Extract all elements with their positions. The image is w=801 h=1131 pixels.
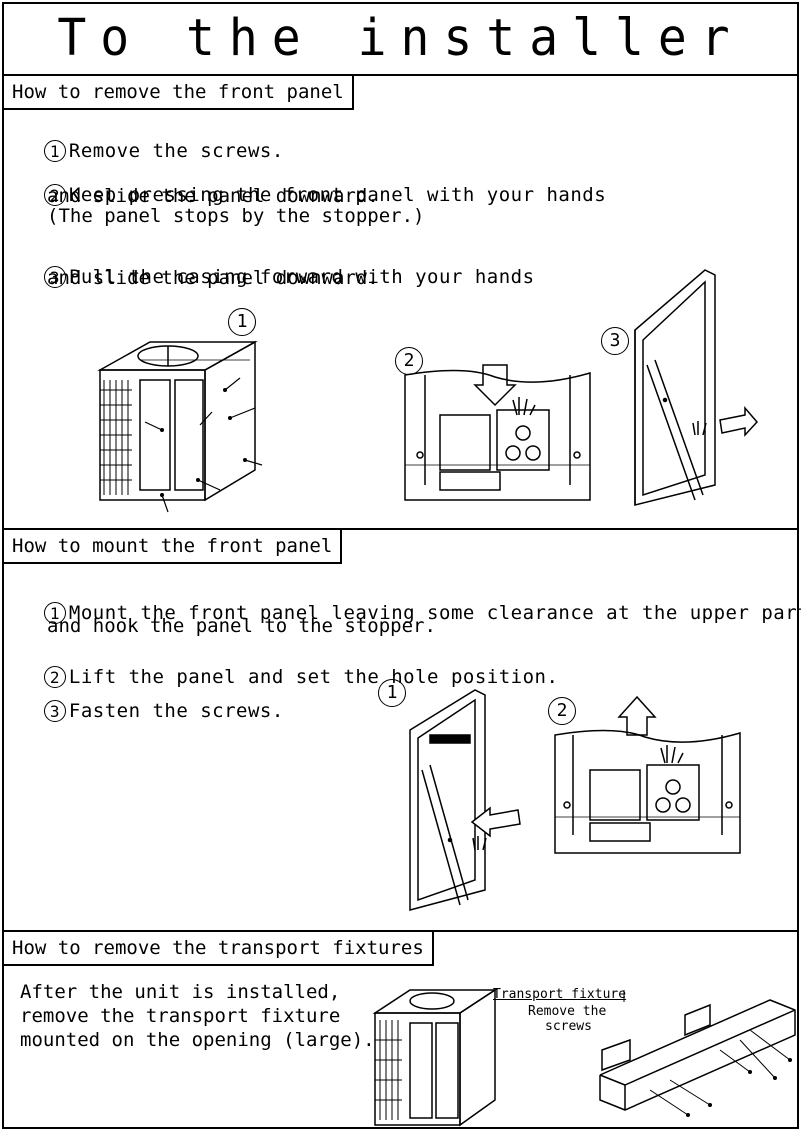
step-text: and hook the panel to the stopper. bbox=[47, 616, 436, 636]
step-text: and slide the panel downward. bbox=[47, 186, 379, 206]
transport-instruction-line: mounted on the opening (large). bbox=[20, 1028, 375, 1052]
panel-lift-illustration bbox=[555, 705, 745, 855]
step-text: Fasten the screws. bbox=[69, 700, 284, 722]
page-title: To the installer bbox=[2, 0, 799, 76]
transport-instruction-line: remove the transport fixture bbox=[20, 1004, 340, 1028]
transport-instruction-line: After the unit is installed, bbox=[20, 980, 340, 1004]
casing-pull-forward-illustration bbox=[625, 270, 765, 510]
section-heading-remove-panel: How to remove the front panel bbox=[4, 76, 354, 110]
section-heading-mount-panel: How to mount the front panel bbox=[4, 530, 342, 564]
step-text: (The panel stops by the stopper.) bbox=[47, 206, 425, 226]
transport-fixture-illustration bbox=[590, 990, 800, 1120]
panel-hook-illustration bbox=[400, 690, 540, 920]
panel-slide-down-illustration bbox=[405, 355, 595, 505]
outdoor-unit-screws-illustration bbox=[80, 330, 280, 520]
step-number: 3 bbox=[44, 700, 66, 722]
step-text: and slide the panel downward. bbox=[47, 268, 379, 288]
step-text: Remove the screws. bbox=[69, 140, 284, 162]
section-heading-transport-fixtures: How to remove the transport fixtures bbox=[4, 932, 434, 966]
outdoor-unit-illustration bbox=[370, 985, 500, 1127]
callout-remove-screws: screws bbox=[545, 1019, 592, 1034]
step-number: 1 bbox=[44, 140, 66, 162]
